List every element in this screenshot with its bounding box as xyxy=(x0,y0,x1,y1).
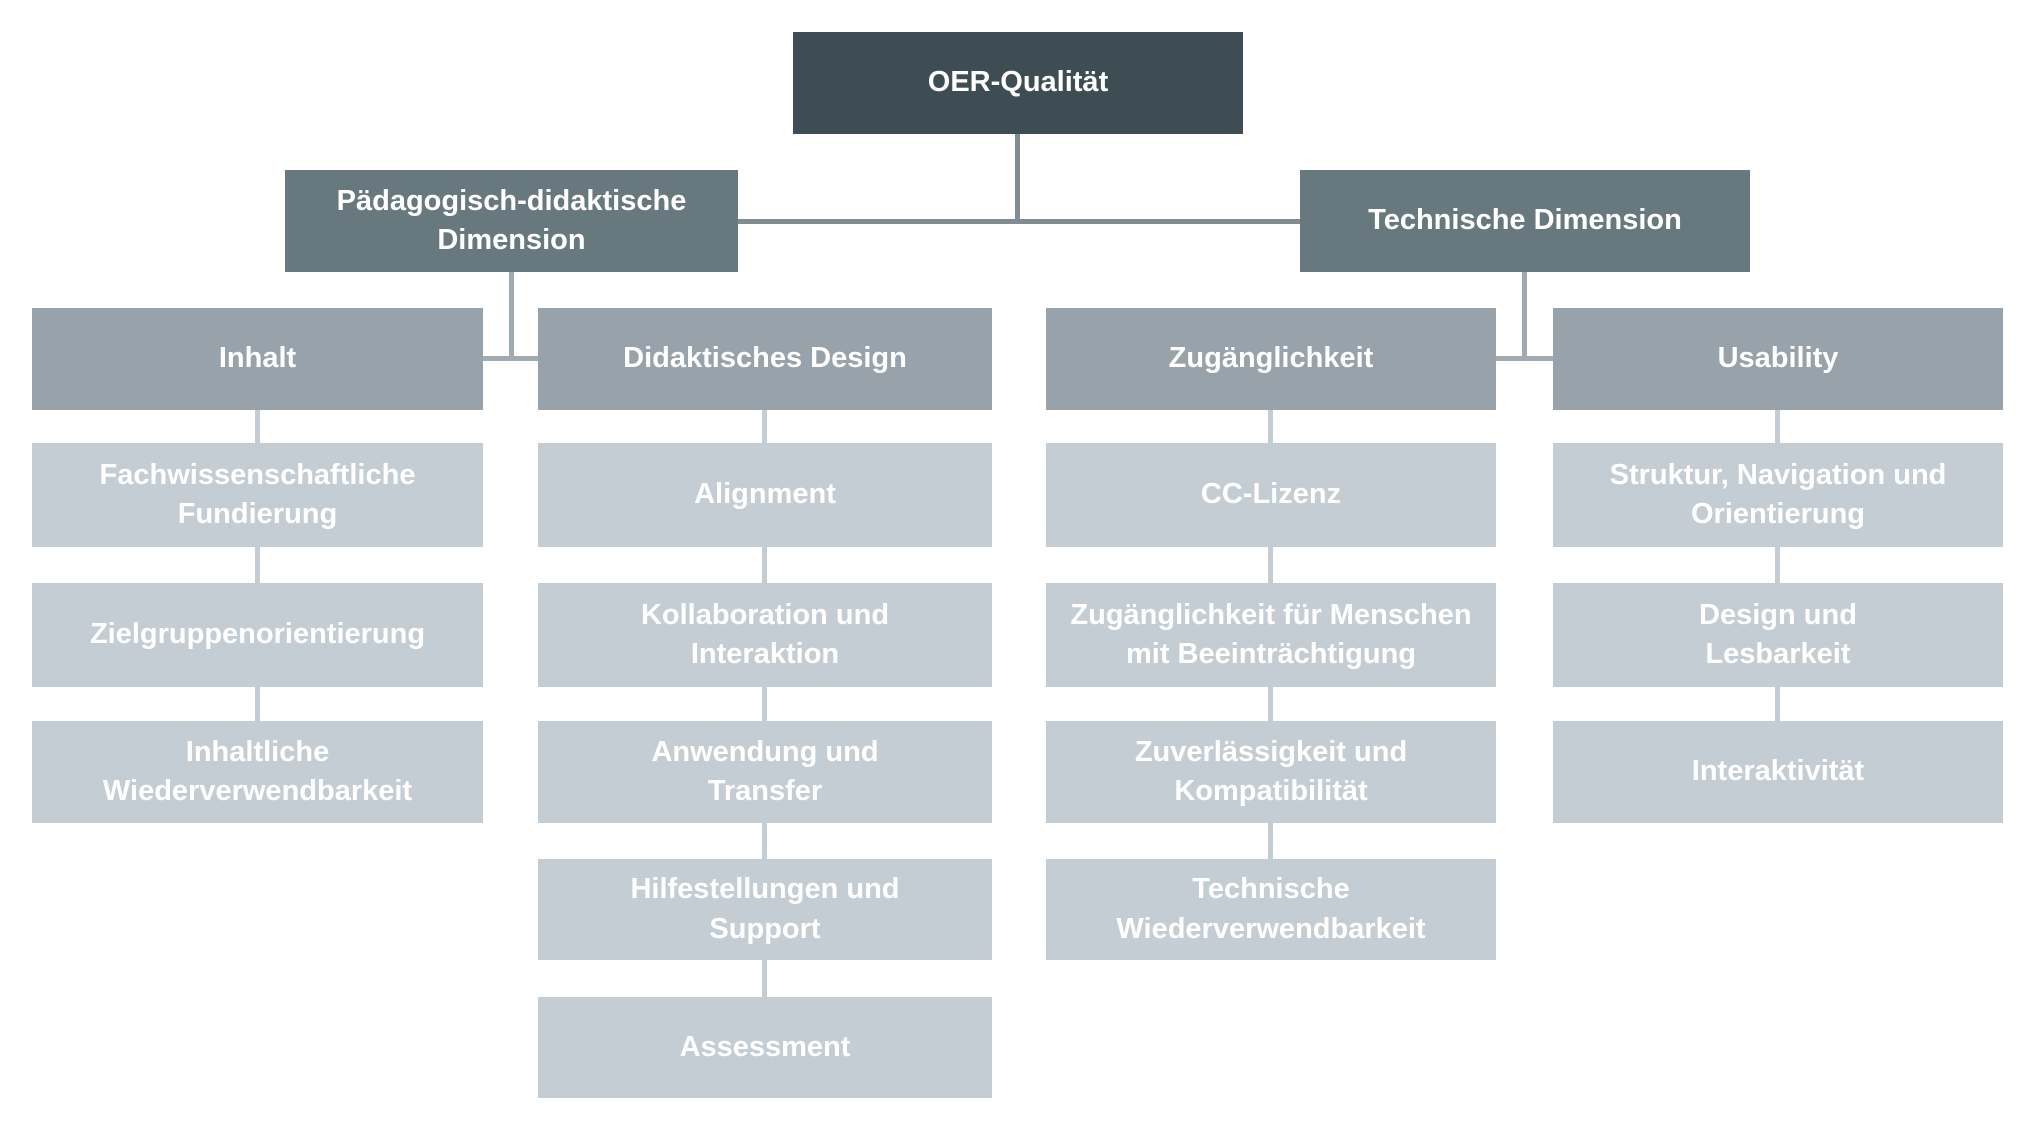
connector-col4-3 xyxy=(1775,687,1780,721)
item-box: Zielgruppenorientierung xyxy=(32,583,483,687)
connector-paedagogisch-horizontal xyxy=(483,356,538,361)
connector-root-vertical xyxy=(1015,134,1020,222)
connector-technisch-vertical xyxy=(1522,272,1527,361)
category-box-inhalt: Inhalt xyxy=(32,308,483,410)
connector-col2-4 xyxy=(762,823,767,859)
category-box-zugaenglichkeit: Zugänglichkeit xyxy=(1046,308,1496,410)
connector-col2-3 xyxy=(762,687,767,721)
item-box: Struktur, Navigation und Orientierung xyxy=(1553,443,2003,547)
root-box: OER-Qualität xyxy=(793,32,1243,134)
item-box: Anwendung und Transfer xyxy=(538,721,992,823)
connector-col1-1 xyxy=(255,410,260,443)
item-box: Zuverlässigkeit und Kompatibilität xyxy=(1046,721,1496,823)
connector-col2-5 xyxy=(762,960,767,997)
item-box: Design und Lesbarkeit xyxy=(1553,583,2003,687)
connector-col3-2 xyxy=(1268,547,1273,583)
connector-col1-3 xyxy=(255,687,260,721)
connector-col3-4 xyxy=(1268,823,1273,859)
connector-col3-3 xyxy=(1268,687,1273,721)
item-box: Fachwissenschaftliche Fundierung xyxy=(32,443,483,547)
item-box: Interaktivität xyxy=(1553,721,2003,823)
item-box: Hilfestellungen und Support xyxy=(538,859,992,960)
item-box: CC-Lizenz xyxy=(1046,443,1496,547)
item-box: Zugänglichkeit für Menschen mit Beeinträ… xyxy=(1046,583,1496,687)
connector-col4-1 xyxy=(1775,410,1780,443)
connector-dimensions-horizontal xyxy=(738,219,1300,224)
connector-technisch-horizontal xyxy=(1496,356,1553,361)
connector-col1-2 xyxy=(255,547,260,583)
connector-col2-2 xyxy=(762,547,767,583)
dimension-box-paedagogisch-didaktisch: Pädagogisch-didaktische Dimension xyxy=(285,170,738,272)
connector-col4-2 xyxy=(1775,547,1780,583)
category-box-usability: Usability xyxy=(1553,308,2003,410)
connector-paedagogisch-vertical xyxy=(509,272,514,361)
item-box: Alignment xyxy=(538,443,992,547)
item-box: Inhaltliche Wiederverwendbarkeit xyxy=(32,721,483,823)
item-box: Assessment xyxy=(538,997,992,1098)
item-box: Technische Wiederverwendbarkeit xyxy=(1046,859,1496,960)
dimension-box-technisch: Technische Dimension xyxy=(1300,170,1750,272)
category-box-didaktisches-design: Didaktisches Design xyxy=(538,308,992,410)
connector-col3-1 xyxy=(1268,410,1273,443)
connector-col2-1 xyxy=(762,410,767,443)
item-box: Kollaboration und Interaktion xyxy=(538,583,992,687)
